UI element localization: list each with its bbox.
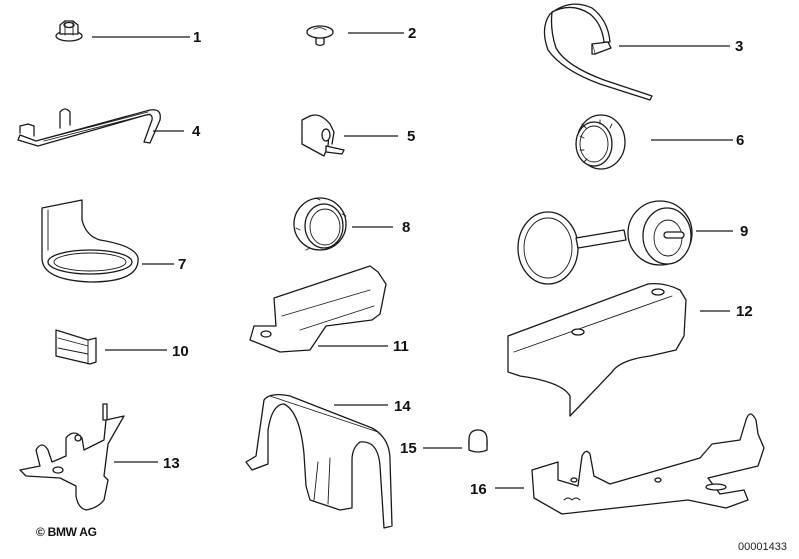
callout-6[interactable]: 6 (736, 132, 744, 149)
part-9-wrench-tool[interactable] (517, 200, 693, 285)
callout-15[interactable]: 15 (400, 440, 417, 457)
callout-2[interactable]: 2 (408, 25, 416, 42)
callout-10[interactable]: 10 (172, 343, 189, 360)
part-13-bracket[interactable] (19, 403, 125, 511)
callout-3[interactable]: 3 (735, 38, 743, 55)
part-15-cap-nut[interactable] (468, 429, 488, 453)
part-4-cable-strap[interactable] (17, 108, 161, 147)
callout-8[interactable]: 8 (402, 219, 410, 236)
callout-16[interactable]: 16 (470, 481, 487, 498)
copyright-notice: © BMW AG (36, 525, 97, 539)
callout-4[interactable]: 4 (192, 123, 201, 140)
callout-14[interactable]: 14 (394, 398, 411, 415)
callout-12[interactable]: 12 (736, 303, 753, 320)
part-3-cable-tie[interactable] (543, 3, 653, 101)
part-2-expanding-rivet[interactable] (306, 25, 334, 47)
callout-7[interactable]: 7 (178, 256, 186, 273)
part-8-slotted-ring-nut[interactable] (293, 197, 347, 251)
part-5-cable-holder-clip[interactable] (301, 114, 345, 157)
part-1-flange-nut[interactable] (55, 20, 83, 42)
part-7-ring-bracket[interactable] (41, 199, 139, 283)
callout-1[interactable]: 1 (193, 29, 201, 46)
callout-9[interactable]: 9 (740, 223, 748, 240)
part-16-mounting-rail[interactable] (531, 413, 765, 515)
part-11-cable-channel[interactable] (249, 265, 387, 353)
callout-11[interactable]: 11 (393, 338, 409, 355)
callout-5[interactable]: 5 (407, 128, 415, 145)
callout-13[interactable]: 13 (163, 455, 180, 472)
document-number: 00001433 (738, 541, 787, 553)
part-12-cover-cap[interactable] (507, 282, 687, 417)
part-14-arched-holder[interactable] (245, 394, 393, 529)
part-6-knurled-ring-nut[interactable] (575, 114, 626, 170)
part-10-grommet-block[interactable] (55, 329, 97, 365)
